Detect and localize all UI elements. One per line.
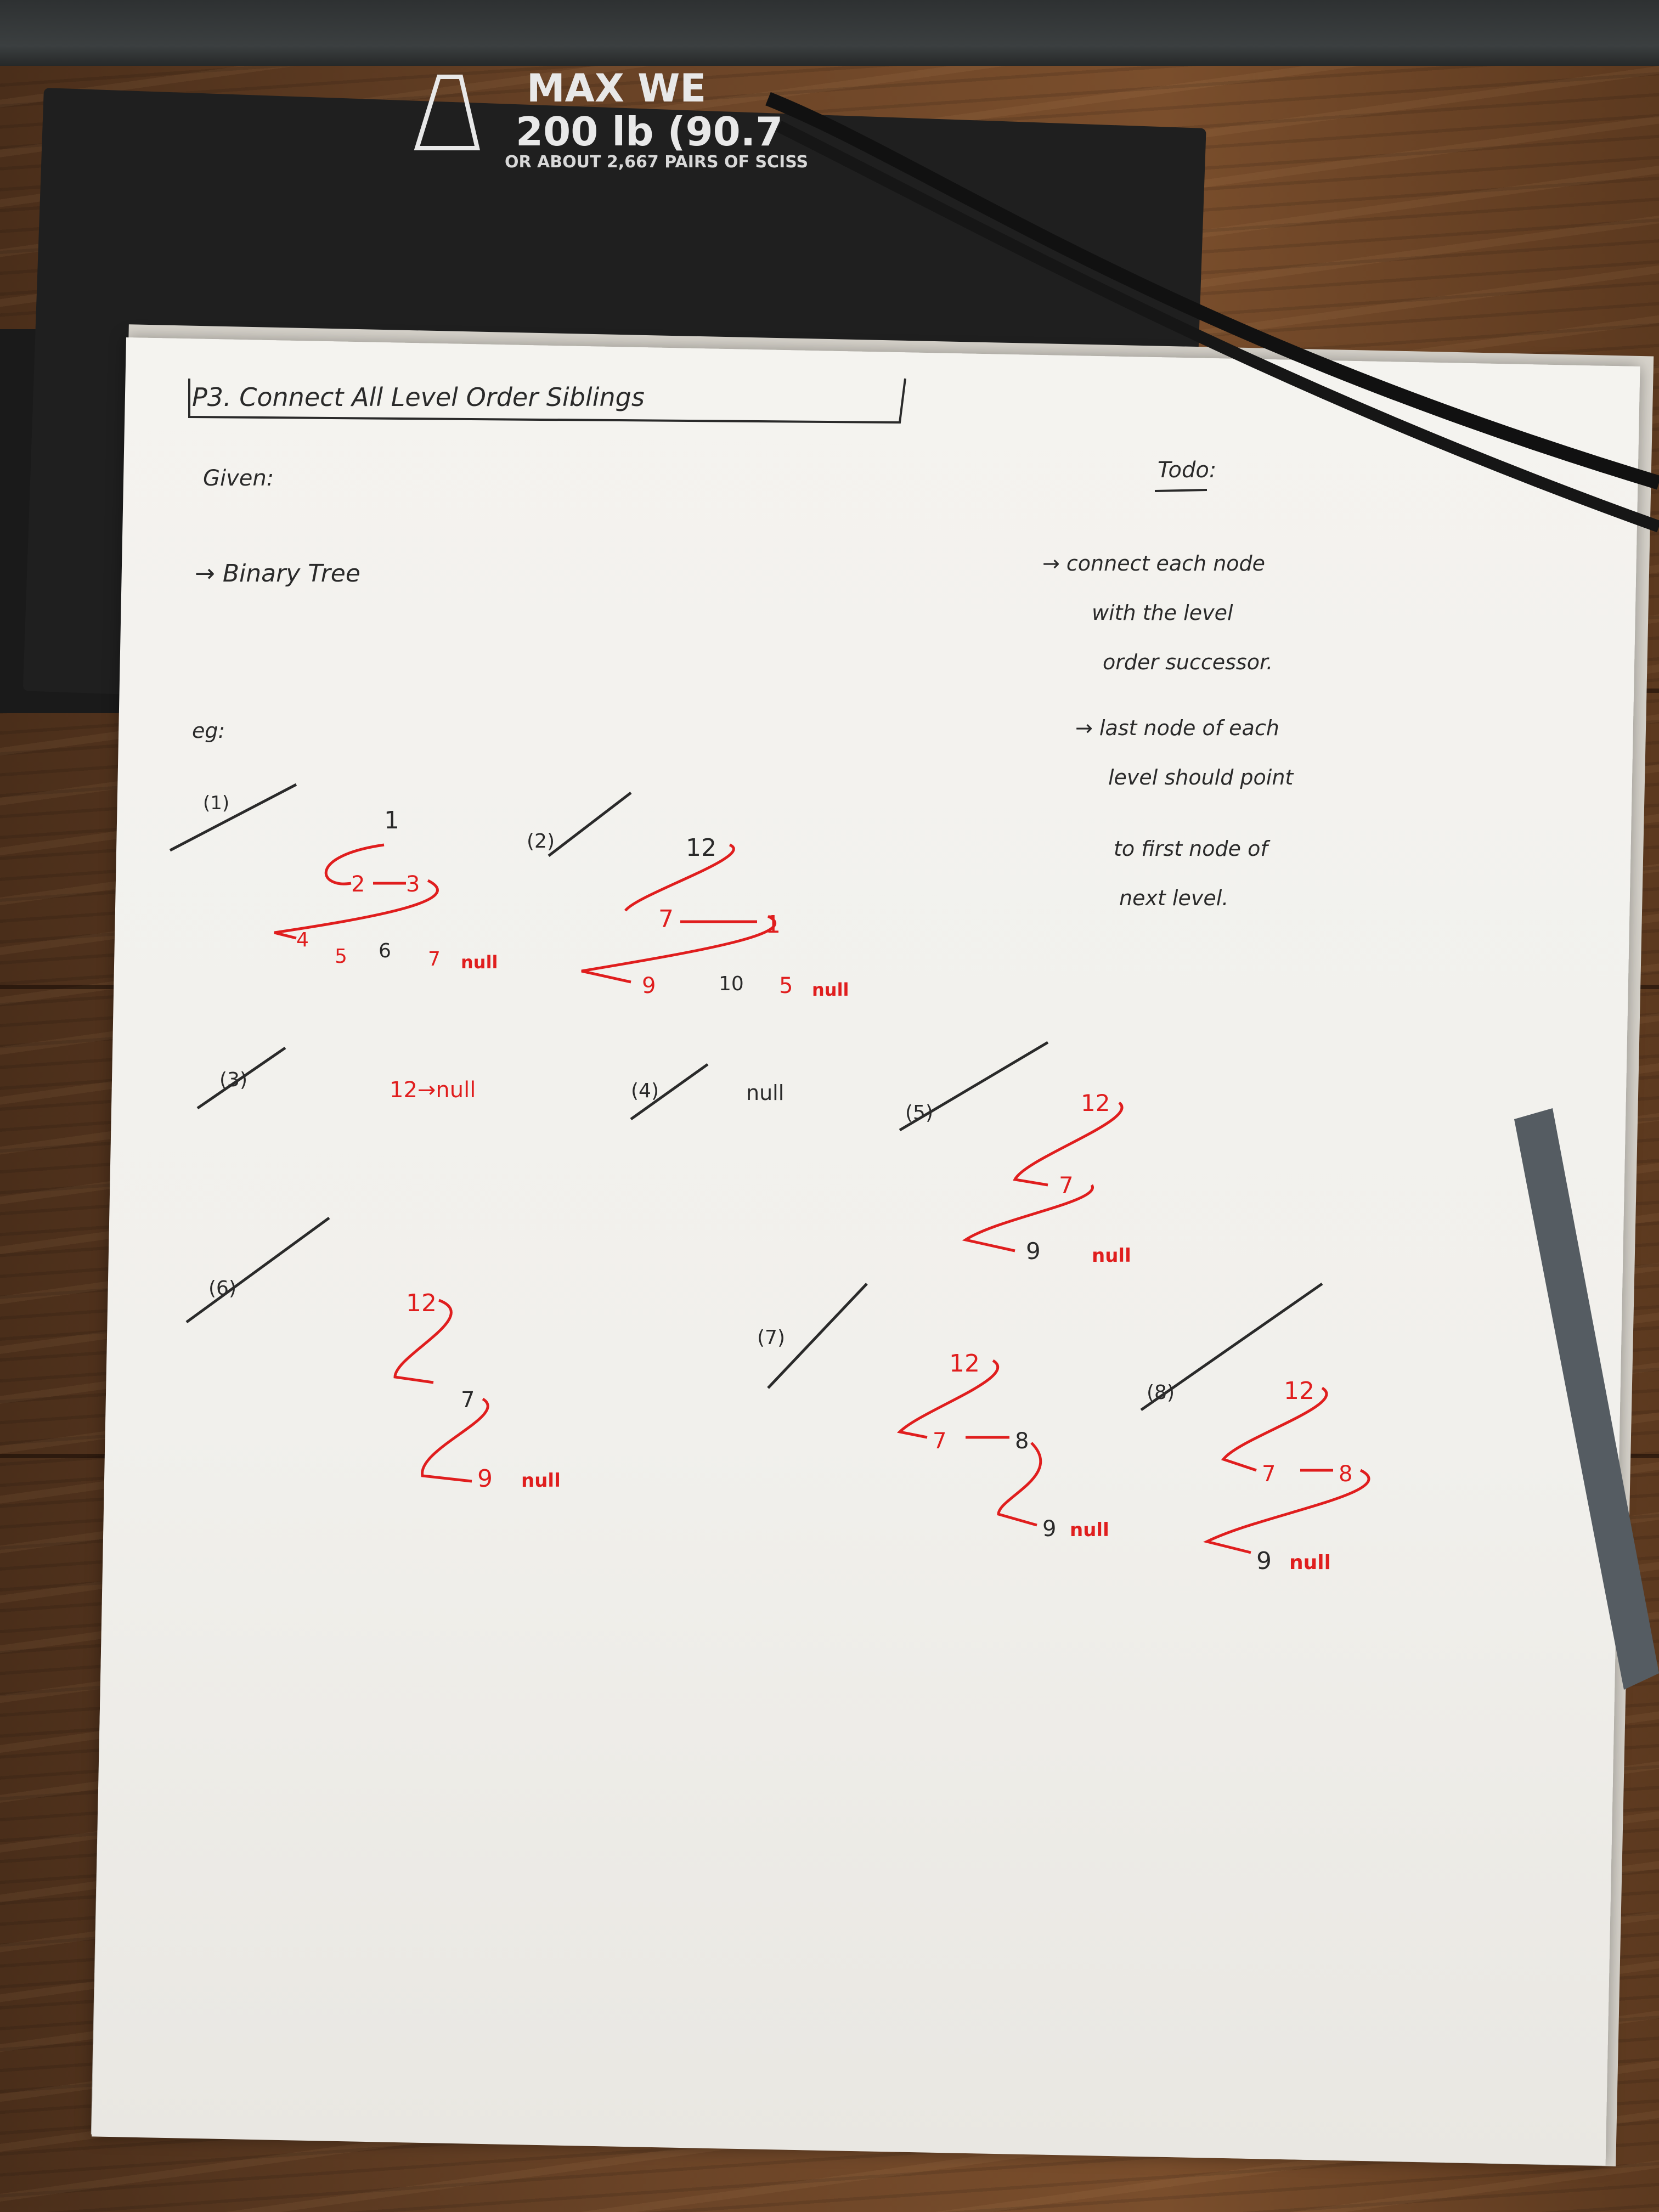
tree-null: null — [1092, 1245, 1131, 1267]
tree-node: 12 — [1081, 1090, 1110, 1116]
tree-node: 12 — [686, 834, 716, 862]
cable — [776, 121, 1659, 533]
todo-line: order successor. — [1103, 650, 1273, 674]
null-only: 12→null — [390, 1077, 476, 1103]
example-label: (1) — [203, 792, 229, 814]
tree-node: 12 — [406, 1289, 437, 1317]
cable — [765, 92, 1659, 490]
page-title: P3. Connect All Level Order Siblings — [192, 382, 645, 412]
tree-node: 7 — [658, 905, 674, 933]
tree-node: 7 — [1059, 1172, 1074, 1199]
tree-null: null — [461, 952, 498, 973]
sibling-arrow — [581, 843, 777, 984]
tree-node: 5 — [779, 973, 793, 998]
strike-line — [899, 1041, 1049, 1132]
tree-node: 8 — [1015, 1429, 1029, 1454]
sibling-arrow — [1203, 1386, 1370, 1554]
todo-list: → connect each node with the level order… — [1042, 551, 1294, 910]
strike-line — [196, 1046, 286, 1110]
strike-line — [630, 1063, 709, 1121]
example-label: (7) — [757, 1327, 785, 1349]
todo-line: next level. — [1119, 886, 1228, 910]
tree-node: 2 — [351, 872, 365, 897]
tree-node: 7 — [933, 1429, 946, 1454]
tree-node: 8 — [1339, 1462, 1352, 1487]
strike-line — [1140, 1282, 1323, 1412]
scale-label-line1: MAX WE — [527, 66, 706, 111]
strike-line — [185, 1216, 330, 1324]
tree-node: 7 — [428, 948, 441, 970]
example-7: (7) 12 7 8 9 null — [757, 1283, 1109, 1542]
todo-line: level should point — [1108, 765, 1294, 789]
tree-node: 9 — [1026, 1238, 1041, 1265]
example-3: (3) 12→null — [196, 1046, 476, 1110]
tree-node: 10 — [719, 973, 744, 995]
given-item: → Binary Tree — [195, 560, 360, 588]
pen — [1514, 1108, 1659, 1690]
example-1: (1) 1 2 3 4 5 6 7 null — [169, 783, 498, 973]
given-heading: Given: — [203, 466, 274, 491]
strike-line — [548, 792, 632, 857]
eg-label: eg: — [192, 719, 225, 743]
sibling-arrow — [962, 1102, 1124, 1252]
sibling-arrow — [393, 1299, 489, 1483]
null-only: null — [746, 1081, 784, 1105]
example-label: (8) — [1147, 1381, 1175, 1404]
tree-node: 12 — [1284, 1377, 1314, 1405]
tree-null: null — [521, 1470, 561, 1492]
tree-node: 4 — [296, 929, 309, 951]
tree-null: null — [1070, 1519, 1109, 1541]
tree-null: null — [812, 979, 849, 1000]
tree-node: 9 — [642, 973, 656, 998]
sibling-arrow — [896, 1359, 1042, 1527]
tree-node: 1 — [384, 806, 399, 834]
todo-line: to first node of — [1114, 837, 1271, 861]
todo-line: → connect each node — [1042, 551, 1265, 575]
tree-node: 12 — [949, 1350, 980, 1378]
title-box — [188, 378, 906, 424]
example-4: (4) null — [630, 1063, 784, 1121]
example-label: (2) — [527, 830, 555, 853]
scale-label-line2: 200 lb (90.7 — [516, 109, 783, 155]
tree-node: 5 — [335, 945, 347, 968]
tree-node: 7 — [1262, 1462, 1276, 1487]
todo-line: with the level — [1092, 601, 1233, 625]
example-2: (2) 12 7 1 9 10 5 null — [527, 792, 849, 1000]
todo-heading: Todo: — [1158, 458, 1216, 483]
weight-icon — [414, 75, 481, 150]
todo-underline — [1154, 489, 1207, 492]
sibling-arrow — [274, 843, 439, 940]
tree-node: 9 — [1256, 1547, 1272, 1575]
tree-node: 7 — [461, 1387, 475, 1413]
example-label: (4) — [631, 1080, 659, 1102]
tree-node: 9 — [477, 1465, 493, 1493]
tree-node: 9 — [1042, 1516, 1056, 1542]
tree-node: 3 — [406, 872, 420, 897]
scale-label-line3: OR ABOUT 2,667 PAIRS OF SCISS — [505, 153, 808, 172]
tree-null: null — [1289, 1551, 1331, 1574]
example-8: (8) 12 7 8 9 null — [1140, 1282, 1370, 1575]
strike-line — [169, 783, 297, 852]
tree-node: 1 — [765, 911, 781, 939]
example-label: (3) — [219, 1069, 247, 1091]
tree-node: 6 — [379, 940, 391, 962]
example-6: (6) 12 7 9 null — [185, 1216, 561, 1493]
todo-line: → last node of each — [1075, 716, 1279, 740]
monitor-base — [0, 0, 1659, 66]
strike-line — [767, 1283, 868, 1389]
example-5: (5) 12 7 9 null — [899, 1041, 1131, 1267]
